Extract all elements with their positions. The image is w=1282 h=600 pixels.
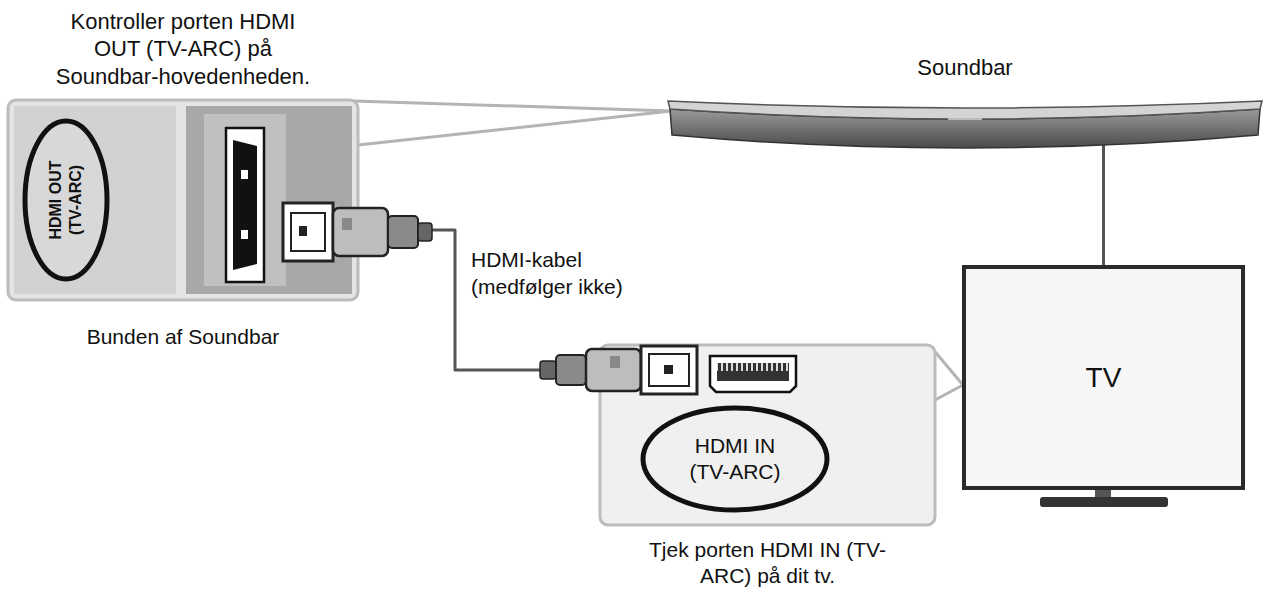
- hdmi-plug: [283, 203, 432, 261]
- ellipse-outline: [640, 405, 830, 513]
- inset-frame: [8, 100, 358, 300]
- hdmi-plug: [540, 346, 697, 394]
- detail-inset: Kontroller porten HDMI OUT (TV-ARC) på S…: [8, 100, 358, 300]
- port-label: HDMI OUT (TV-ARC): [46, 146, 86, 254]
- port-callout-ellipse: HDMI IN (TV-ARC): [640, 405, 830, 513]
- port-label: HDMI IN (TV-ARC): [675, 433, 795, 486]
- cable-label: HDMI-kabel (medfølger ikke): [468, 246, 664, 301]
- detail-inset: Tjek porten HDMI IN (TV-ARC) på dit tv.H…: [600, 345, 935, 525]
- hdmi-port: [710, 356, 796, 392]
- zoom-leader: [354, 101, 671, 145]
- caption: Tjek porten HDMI IN (TV-ARC) på dit tv.: [638, 537, 898, 590]
- instruction-heading: Kontroller porten HDMI OUT (TV-ARC) på S…: [52, 8, 314, 91]
- port-callout-circle: HDMI OUT (TV-ARC): [22, 118, 110, 282]
- hdmi-port: [226, 128, 264, 282]
- tv-stand: [1040, 490, 1168, 507]
- tv-box: TV: [962, 265, 1245, 490]
- part-name: Soundbar: [865, 54, 1065, 82]
- mount-line: [1102, 135, 1105, 265]
- inset-frame: [600, 345, 935, 525]
- soundbar-shape: Soundbar: [668, 95, 1262, 163]
- soundbar-outline: [668, 95, 1262, 163]
- circle-outline: [22, 118, 110, 282]
- caption: Bunden af Soundbar: [43, 324, 323, 350]
- port-label: TV: [1086, 360, 1122, 395]
